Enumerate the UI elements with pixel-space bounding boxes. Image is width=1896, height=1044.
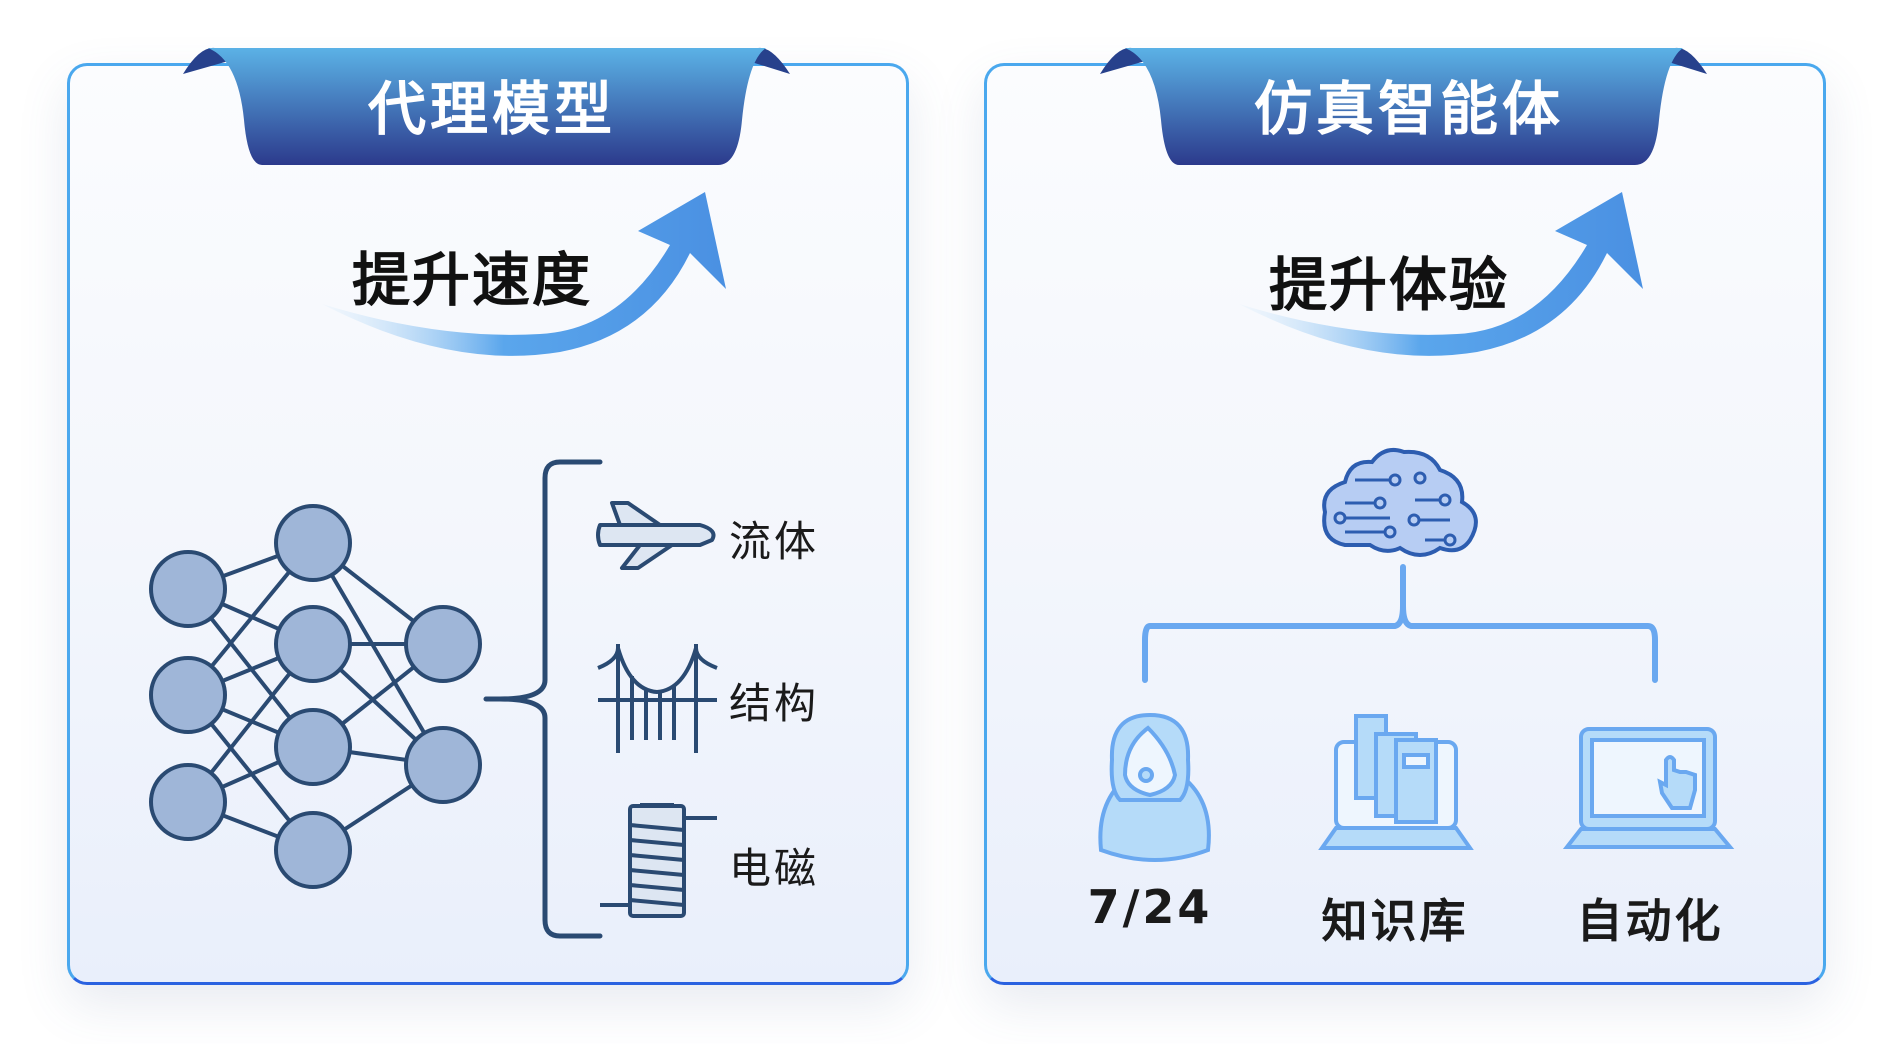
connector-lines <box>1142 564 1658 683</box>
feature-label-24-7: 7/24 <box>1087 880 1213 934</box>
feature-label-automation: 自动化 <box>1576 894 1724 948</box>
nn-node <box>274 605 352 683</box>
feature-label-knowledge-base: 知识库 <box>1321 894 1469 948</box>
knowledge-base-icon <box>1318 714 1474 850</box>
right-panel-title: 仿真智能体 <box>1253 75 1564 143</box>
nn-node <box>274 811 352 889</box>
rising-arrow-icon <box>1239 192 1643 356</box>
airplane-icon <box>596 501 716 570</box>
customer-service-icon <box>1098 712 1211 862</box>
nn-node <box>274 504 352 582</box>
right-slogan: 提升体验 <box>1269 251 1510 319</box>
nn-node <box>149 550 227 628</box>
nn-node <box>149 763 227 841</box>
left-slogan: 提升速度 <box>352 246 593 314</box>
ai-brain-cloud-icon <box>1322 448 1478 557</box>
nn-node <box>149 656 227 734</box>
nn-node <box>404 605 482 683</box>
application-label-structure: 结构 <box>729 679 820 728</box>
application-label-electromagnetic: 电磁 <box>729 844 820 893</box>
coil-icon <box>600 803 717 918</box>
left-title-banner <box>183 47 790 165</box>
neural-network-icon <box>149 504 482 889</box>
rising-arrow-icon <box>322 192 726 356</box>
nn-node <box>274 708 352 786</box>
automation-icon <box>1562 727 1735 849</box>
bridge-icon <box>597 644 718 753</box>
curly-brace <box>483 459 603 939</box>
left-panel-title: 代理模型 <box>367 75 616 143</box>
application-label-fluid: 流体 <box>729 517 820 566</box>
right-title-banner <box>1100 47 1707 165</box>
nn-node <box>404 726 482 804</box>
